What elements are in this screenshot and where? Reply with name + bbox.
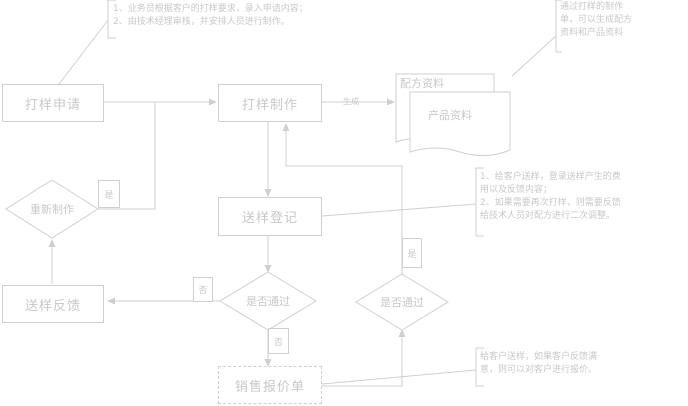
node-proof-making-label: 打样制作 [241, 97, 298, 113]
note-request: 1、业务员根据客户的打样要求，录入申请内容； 2、由技术经理审核，并安排人员进行… [111, 2, 371, 30]
diamond-check-2 [355, 273, 449, 331]
note-link-making [511, 35, 557, 77]
doc-product-label: 产品资料 [428, 109, 472, 122]
node-proof-request-label: 打样申请 [24, 97, 81, 113]
node-sales-quote-label: 销售报价单 [234, 379, 305, 395]
edge-resample-to-request [96, 102, 156, 210]
doc-formula-label: 配方资料 [400, 77, 444, 90]
node-proof-register-label: 送样登记 [241, 211, 298, 226]
tag-no-feedback: 否 [193, 277, 213, 302]
tag-yes-resample: 是 [98, 180, 120, 208]
note-bracket-quote [475, 347, 484, 387]
note-register: 1、给客户送样，登录送样产生的费 用以及反馈内容； 2、如果需要再次打样，则需要… [478, 170, 686, 224]
edge-check2-to-making [282, 123, 403, 274]
edge-generate-label: 生成 [343, 97, 359, 106]
note-making-line-3: 资料和产品资料 [560, 28, 624, 38]
note-register-line-4: 给技术人员对配方进行二次调整。 [480, 211, 616, 221]
decision-resample-label[interactable]: 重新制作 [30, 203, 74, 216]
note-register-line-1: 1、给客户送样，登录送样产生的费 [480, 172, 621, 182]
note-bracket-register [475, 167, 484, 237]
note-making: 通过打样的制作 单，可以生成配方 资料和产品资料 [558, 0, 684, 41]
tag-yes-loop: 是 [402, 238, 422, 268]
note-quote-line-1: 给客户送样，如果客户反馈满 [480, 352, 598, 362]
note-register-line-2: 用以及反馈内容； [480, 185, 553, 195]
node-proof-making[interactable]: 打样制作 [218, 84, 322, 122]
note-register-line-3: 2、如果需要再次打样，则需要反馈 [480, 198, 621, 208]
decision-check-2-label[interactable]: 是否通过 [380, 296, 424, 309]
edge-quote-to-check2 [322, 329, 406, 387]
node-sample-feedback-label: 送样反馈 [24, 298, 81, 314]
tag-no-quote: 否 [268, 328, 289, 354]
note-request-line-1: 1、业务员根据客户的打样要求，录入申请内容； [113, 4, 308, 14]
note-bracket-request [107, 0, 116, 39]
doc-product-shape [409, 91, 511, 156]
node-proof-request[interactable]: 打样申请 [2, 84, 104, 122]
decision-check-1-label[interactable]: 是否通过 [246, 295, 290, 308]
node-sample-feedback[interactable]: 送样反馈 [2, 285, 104, 323]
node-sales-quote[interactable]: 销售报价单 [218, 366, 322, 404]
note-link-register [321, 203, 477, 217]
diamond-resample [5, 179, 99, 239]
note-making-line-2: 单，可以生成配方 [560, 15, 633, 25]
note-quote: 给客户送样，如果客户反馈满 意，则可以对客户进行报价。 [478, 350, 678, 378]
note-request-line-2: 2、由技术经理审核，并安排人员进行制作。 [113, 17, 290, 27]
note-link-request [55, 19, 109, 89]
note-making-line-1: 通过打样的制作 [560, 2, 624, 12]
note-link-quote [321, 369, 477, 385]
node-proof-register[interactable]: 送样登记 [218, 197, 322, 236]
note-bracket-making [555, 0, 562, 53]
note-quote-line-2: 意，则可以对客户进行报价。 [480, 365, 598, 375]
